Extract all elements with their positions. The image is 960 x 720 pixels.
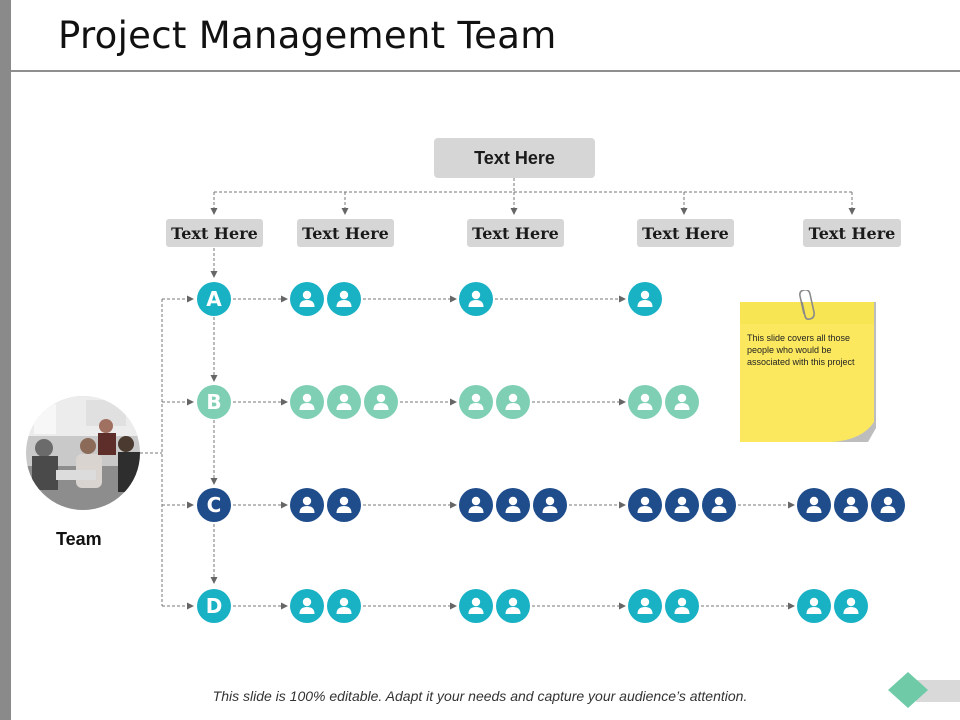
page-title: Project Management Team <box>58 14 557 57</box>
row-badge-a: A <box>197 282 231 316</box>
team-label: Team <box>56 529 102 549</box>
paperclip-icon <box>799 290 815 320</box>
left-accent-bar <box>0 0 11 720</box>
footer-caption: This slide is 100% editable. Adapt it yo… <box>212 688 748 704</box>
person-icon <box>797 589 831 623</box>
person-icon <box>628 385 662 419</box>
diamond-icon <box>888 672 960 708</box>
person-icon <box>327 282 361 316</box>
column-box-1: Text Here <box>166 219 263 247</box>
person-icon <box>290 488 324 522</box>
person-icon <box>290 589 324 623</box>
person-icon <box>834 488 868 522</box>
person-icon <box>702 488 736 522</box>
person-icon <box>459 589 493 623</box>
person-icon <box>496 488 530 522</box>
person-icon <box>665 385 699 419</box>
row-badge-c: C <box>197 488 231 522</box>
person-icon <box>628 488 662 522</box>
person-icon <box>628 589 662 623</box>
person-icon <box>327 589 361 623</box>
person-icon <box>459 282 493 316</box>
person-icon <box>459 488 493 522</box>
row-badge-d: D <box>197 589 231 623</box>
column-box-2: Text Here <box>297 219 394 247</box>
person-icon <box>290 385 324 419</box>
person-icon <box>327 488 361 522</box>
note-text: This slide covers all those people who w… <box>747 333 855 367</box>
column-box-3: Text Here <box>467 219 564 247</box>
column-box-4: Text Here <box>637 219 734 247</box>
sticky-note <box>740 290 876 442</box>
person-icon <box>496 589 530 623</box>
top-level-box: Text Here <box>434 138 595 178</box>
person-icon <box>533 488 567 522</box>
team-photo <box>26 396 140 510</box>
column-box-5: Text Here <box>803 219 901 247</box>
person-icon <box>290 282 324 316</box>
row-badge-b: B <box>197 385 231 419</box>
person-icon <box>665 589 699 623</box>
person-icon <box>665 488 699 522</box>
person-icon <box>496 385 530 419</box>
title-divider <box>11 70 960 72</box>
person-icon <box>834 589 868 623</box>
person-icon <box>871 488 905 522</box>
person-icon <box>364 385 398 419</box>
person-icon <box>628 282 662 316</box>
person-icon <box>327 385 361 419</box>
person-icon <box>459 385 493 419</box>
person-icon <box>797 488 831 522</box>
